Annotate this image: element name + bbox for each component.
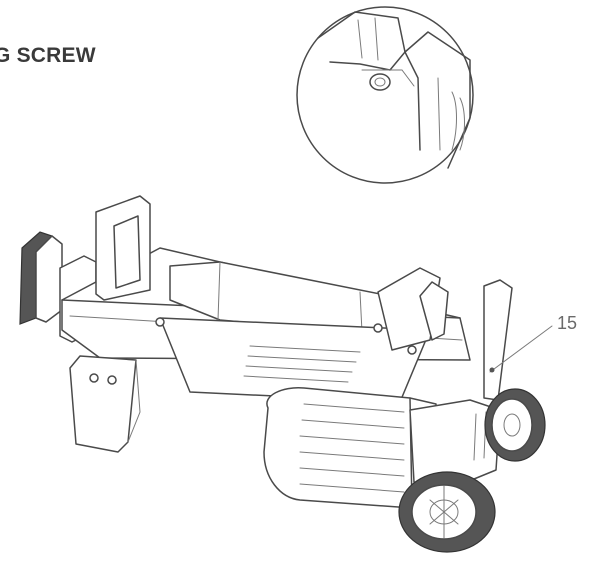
- detail-magnifier: [296, 6, 474, 184]
- bolt: [373, 323, 383, 333]
- rear-wheel-left: [398, 471, 496, 553]
- leg-hole: [107, 375, 117, 385]
- callout-leader-line: [489, 325, 553, 373]
- front-leg: [69, 355, 137, 453]
- leg-hole: [89, 373, 99, 383]
- section-heading: G SCREW: [0, 44, 96, 67]
- detail-circle: [296, 6, 474, 184]
- rear-frame: [409, 399, 501, 489]
- detail-frame-right: [404, 31, 471, 169]
- detail-frame-left: [317, 11, 406, 71]
- callout-target-dot: [489, 367, 495, 373]
- detail-screw-head: [369, 73, 391, 91]
- detail-screw-center: [374, 77, 386, 87]
- log-splitter-machine: [19, 195, 546, 553]
- lever-handle: [483, 279, 513, 401]
- electric-motor: [263, 387, 413, 509]
- detail-slot: [451, 91, 457, 151]
- rear-wheel-right: [484, 388, 546, 462]
- bolt: [155, 317, 165, 327]
- bolt: [407, 345, 417, 355]
- part-number-callout: 15: [557, 313, 578, 333]
